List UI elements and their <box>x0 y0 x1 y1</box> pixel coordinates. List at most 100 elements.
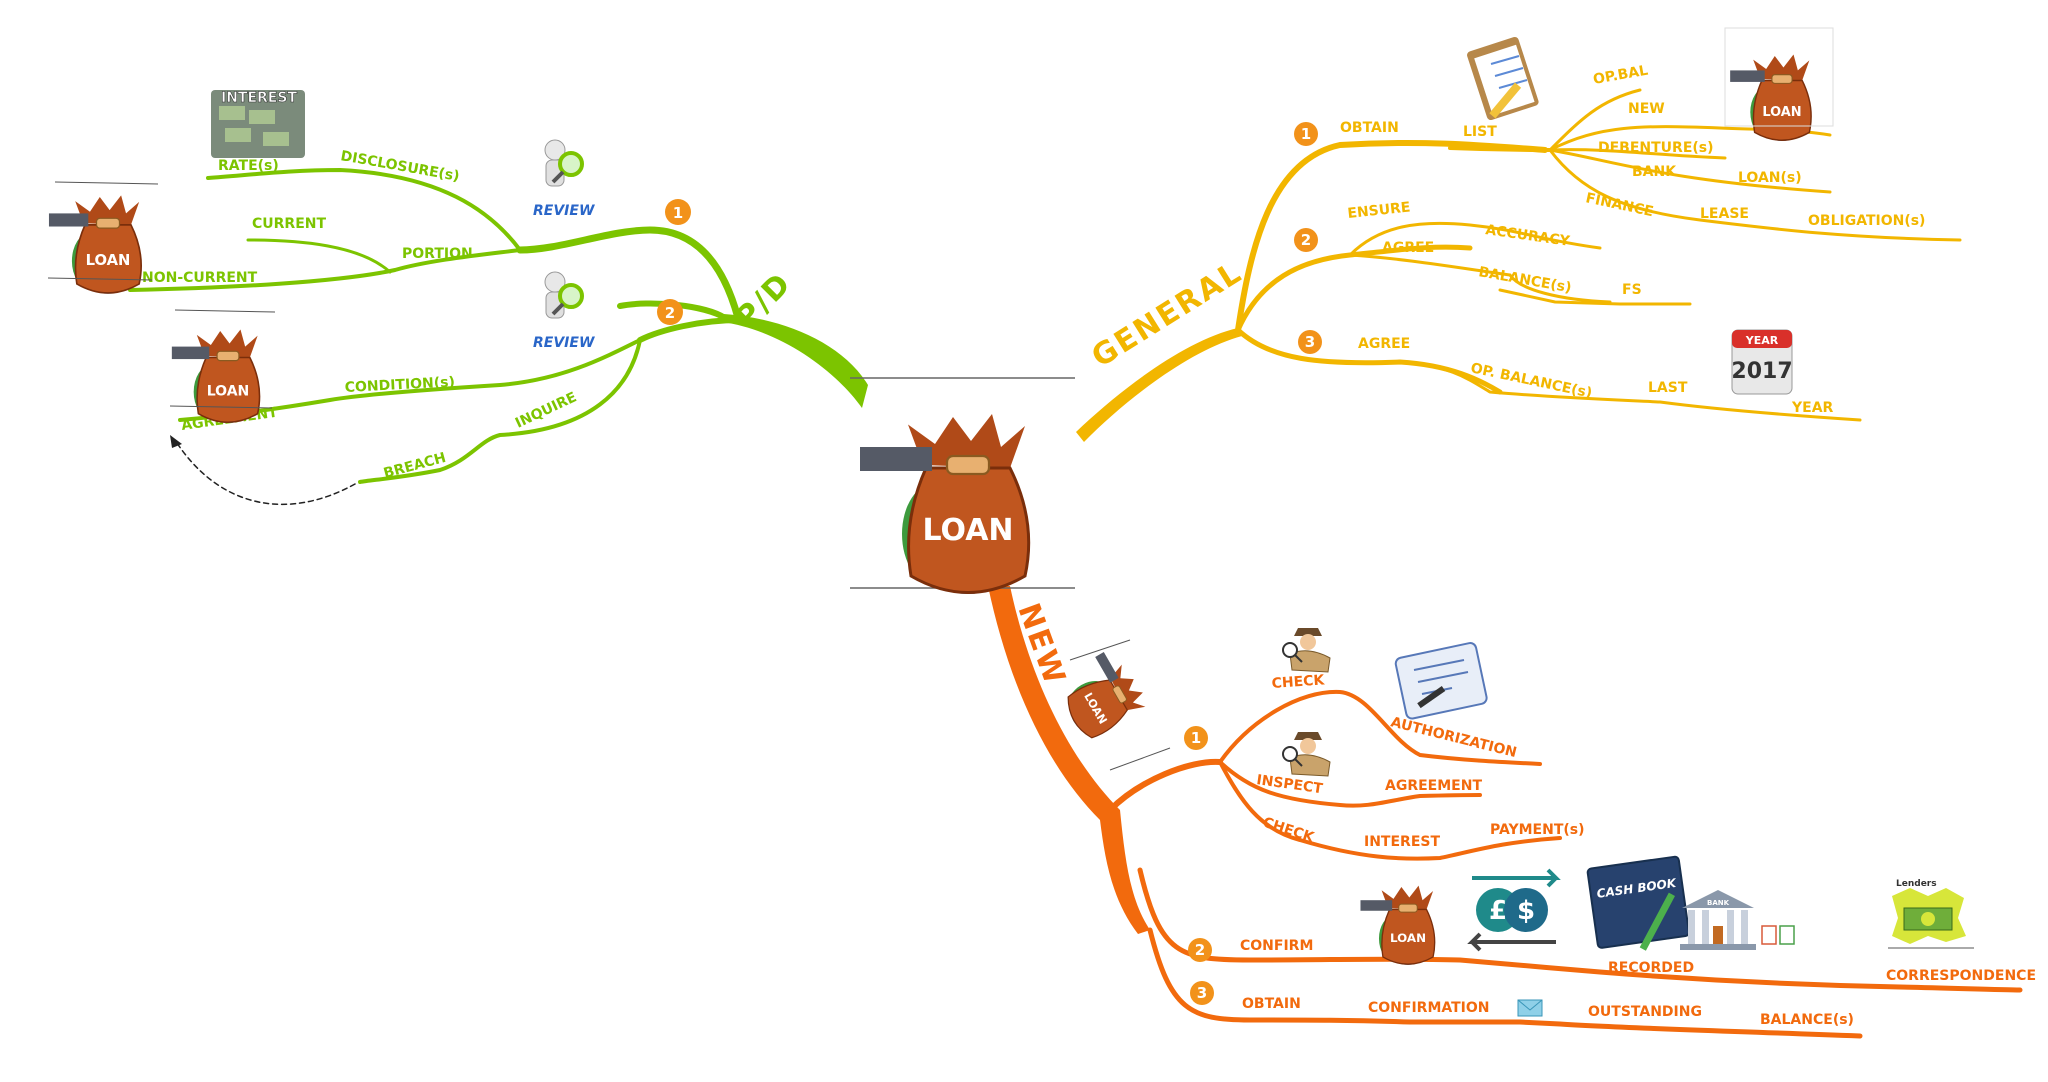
new-label-agreement: AGREEMENT <box>1385 778 1482 794</box>
pd-disclosure-line <box>206 167 522 252</box>
new-label-confirmation: CONFIRMATION <box>1368 1000 1490 1016</box>
new-label-confirm: CONFIRM <box>1240 938 1313 954</box>
center-loan-bag-icon <box>858 412 1031 596</box>
new-loan-bag-small: LOAN <box>1050 644 1152 744</box>
new-label-inspect: INSPECT <box>1255 772 1324 797</box>
new-label-interest: INTEREST <box>1364 834 1440 850</box>
pd-breach-arrowhead <box>170 435 182 448</box>
general-label-ensure: ENSURE <box>1347 199 1411 222</box>
general-label-debenture: DEBENTURE(s) <box>1598 140 1714 156</box>
clipboard-icon <box>1467 36 1539 121</box>
email-icon <box>1517 999 1543 1017</box>
pd-condition-line <box>178 338 642 422</box>
new-trunk <box>988 586 1150 934</box>
new-label-check2: CHECK <box>1261 815 1317 847</box>
new-stem-1 <box>1107 758 1223 813</box>
general-label-opbal: OP.BAL <box>1592 63 1649 88</box>
interest-image-text: INTEREST <box>221 90 297 106</box>
pd-breach-arrow <box>174 439 356 506</box>
new-label-obtain: OBTAIN <box>1242 996 1301 1012</box>
pd-trunk <box>722 314 868 408</box>
lenders-text: Lenders <box>1896 879 1937 889</box>
pd-label-portion: PORTION <box>402 246 473 262</box>
interest-money-icon: INTEREST <box>211 90 305 158</box>
new-label-payments: PAYMENT(s) <box>1490 822 1585 838</box>
pd-bag-2-rule-bottom <box>169 405 273 409</box>
general-opbal-line <box>1548 88 1642 152</box>
pd-num-1 <box>665 199 691 225</box>
general-finance-line <box>1548 148 1962 242</box>
pd-num-2 <box>657 299 683 325</box>
general-bag-frame <box>1724 27 1834 127</box>
bank-building-icon: BANK <box>1680 890 1795 950</box>
pd-label-current: CURRENT <box>252 216 326 232</box>
general-label-agree3: AGREE <box>1358 336 1410 352</box>
new-label-recorded: RECORDED <box>1608 960 1694 976</box>
new-num-1-text: 1 <box>1191 729 1201 747</box>
new-num-2 <box>1188 938 1212 962</box>
new-inspect-line <box>1218 760 1482 808</box>
general-label-list: LIST <box>1463 124 1497 140</box>
pd-bag-1-text: LOAN <box>86 252 131 269</box>
general-stem-3 <box>1235 327 1503 395</box>
general-label-bank: BANK <box>1632 164 1677 180</box>
new-label-outstanding: OUTSTANDING <box>1588 1004 1702 1020</box>
general-num-2 <box>1294 228 1318 252</box>
general-list-line <box>1448 146 1552 152</box>
general-num-3 <box>1298 330 1322 354</box>
general-label-balances: BALANCE(s) <box>1477 264 1572 296</box>
review-icon-2: REVIEW <box>533 270 595 351</box>
new-bag-confirm-text: LOAN <box>1390 931 1426 945</box>
general-debenture-line <box>1548 148 1727 160</box>
general-label-loans: LOAN(s) <box>1738 170 1802 186</box>
pd-bag-2-rule-top <box>174 309 276 313</box>
new-loan-bag-confirm: LOAN <box>1359 885 1436 966</box>
pd-label-inquire: INQUIRE <box>513 389 579 431</box>
calendar-year-text: 2017 <box>1731 359 1792 384</box>
new-check-line <box>1218 689 1542 766</box>
calendar-tab-text: YEAR <box>1745 334 1779 347</box>
general-bank-line <box>1548 148 1832 194</box>
currency-exchange-icon: £ $ <box>1467 868 1561 952</box>
new-branch <box>988 586 2023 1039</box>
calendar-icon: YEAR 2017 <box>1731 329 1793 395</box>
pd-num-1-text: 1 <box>673 204 683 222</box>
new-check2-line <box>1218 760 1562 861</box>
pd-label-rates: RATE(s) <box>218 158 279 174</box>
pd-label-breach: BREACH <box>382 450 448 482</box>
general-label-new: NEW <box>1628 101 1665 117</box>
general-balance-arrows <box>1498 288 1692 306</box>
general-num-1-text: 1 <box>1301 125 1311 143</box>
new-label-authorization: AUTHORIZATION <box>1389 714 1518 761</box>
pd-label-non-current: NON-CURRENT <box>142 270 258 286</box>
center-label: LOAN <box>922 513 1013 548</box>
general-label-last: LAST <box>1648 380 1688 396</box>
pd-bag-1-rule-bottom <box>47 277 153 281</box>
general-branch <box>1076 88 1962 442</box>
pd-sub1-stem <box>516 226 742 322</box>
general-label-finance: FINANCE <box>1584 190 1655 220</box>
new-label-check1: CHECK <box>1271 672 1326 692</box>
pd-inquire-line <box>358 338 642 484</box>
general-label-year: YEAR <box>1791 400 1834 416</box>
general-loan-bag: LOAN <box>1729 53 1812 142</box>
new-stem-3 <box>1147 927 1863 1039</box>
general-label-accuracy: ACCURACY <box>1484 222 1571 250</box>
general-stem-1 <box>1235 139 1548 333</box>
detective-icon-1 <box>1282 627 1331 673</box>
general-stem-2 <box>1235 244 1473 333</box>
review-icon-1: REVIEW <box>533 138 595 219</box>
general-trunk <box>1076 328 1242 442</box>
center-node: LOAN <box>850 377 1075 596</box>
general-label-fs: FS <box>1622 282 1642 298</box>
general-label-agree: AGREE <box>1382 240 1434 256</box>
new-bag-rule-1 <box>1069 639 1131 661</box>
general-label-obtain: OBTAIN <box>1340 120 1399 136</box>
new-bag-rule-2 <box>1109 747 1171 771</box>
bank-sign-text: BANK <box>1707 899 1730 907</box>
pd-label-condition: CONDITION(s) <box>344 374 455 396</box>
svg-text:$: $ <box>1517 896 1535 926</box>
general-ensure-line <box>1348 221 1602 257</box>
cash-book-icon: CASH BOOK <box>1586 855 1690 951</box>
